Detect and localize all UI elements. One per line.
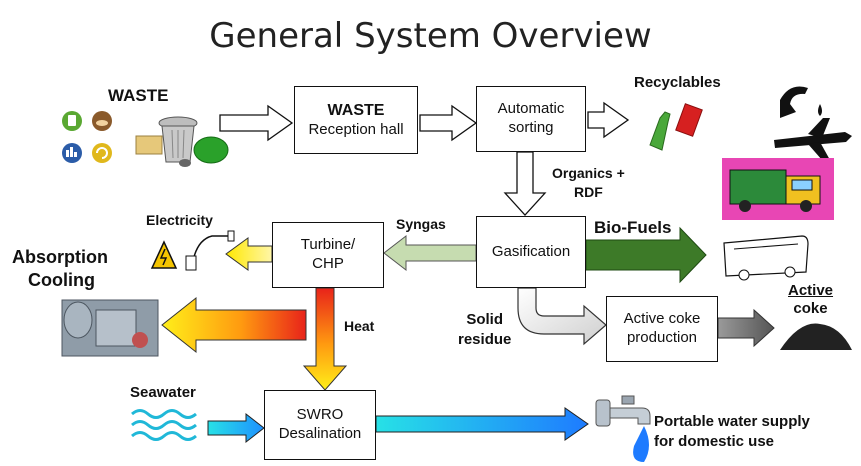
gasification-label: Gasification — [491, 242, 571, 260]
arrow-electricity — [225, 237, 273, 271]
arrow-heat-to-cooling — [161, 296, 307, 354]
gasification-box: Gasification — [476, 216, 586, 288]
reception-subtitle: Reception hall — [308, 120, 404, 138]
active-coke-label: Active coke — [788, 282, 833, 318]
trash-can-icon — [135, 116, 229, 167]
solid-line1: Solid — [466, 311, 504, 328]
swro-desalination-box: SWRO Desalination — [264, 390, 376, 460]
syngas-label: Syngas — [396, 216, 446, 232]
water-supply-line2: for domestic use — [654, 433, 775, 451]
organics-line2: RDF — [573, 183, 603, 200]
swro-line1: SWRO — [296, 406, 344, 424]
automatic-sorting-box: Automatic sorting — [476, 86, 586, 152]
seawater-label: Seawater — [130, 384, 196, 401]
absorption-line2: Cooling — [28, 269, 95, 290]
sorting-line2: sorting — [508, 119, 554, 136]
electricity-icon — [150, 230, 235, 271]
organics-label: Organics + RDF — [552, 164, 625, 202]
water-supply-label: Portable water supply for domestic use — [654, 412, 810, 453]
waste-category-icons — [62, 111, 112, 163]
arrow-biofuels — [585, 226, 707, 284]
arrow-sorting-to-recyclables — [587, 101, 630, 139]
organics-line1: Organics + — [552, 165, 625, 181]
turbine-line1: Turbine/ — [300, 236, 356, 254]
active-coke-line2: coke — [793, 300, 828, 317]
heat-label: Heat — [344, 318, 375, 334]
absorption-cooling-label: Absorption Cooling — [12, 246, 108, 291]
coke-production-line1: Active coke — [623, 310, 701, 328]
arrow-sorting-to-gasification — [503, 151, 547, 216]
biofuels-label: Bio-Fuels — [594, 218, 672, 237]
person-and-airplane-icon — [774, 86, 852, 160]
reception-title: WASTE — [327, 101, 385, 119]
turbine-chp-box: Turbine/ CHP — [272, 222, 384, 288]
coke-production-line2: production — [626, 329, 698, 346]
electricity-label: Electricity — [146, 212, 213, 228]
solid-line2: residue — [458, 331, 512, 349]
turbine-line2: CHP — [312, 255, 344, 272]
waste-label: WASTE — [108, 86, 169, 105]
bus-icon — [723, 235, 809, 281]
swro-line2: Desalination — [278, 425, 362, 442]
seawater-waves-icon — [131, 409, 197, 441]
coke-production-box: Active coke production — [606, 296, 718, 362]
recyclables-label: Recyclables — [634, 74, 721, 91]
absorption-line1: Absorption — [12, 247, 108, 267]
arrow-active-coke — [717, 308, 775, 348]
arrow-solid-residue — [517, 287, 607, 346]
truck-icon — [722, 158, 834, 220]
arrow-reception-to-sorting — [419, 104, 478, 142]
arrow-syngas — [383, 234, 477, 272]
water-supply-line1: Portable water supply — [654, 413, 810, 430]
recyclables-icon — [649, 103, 703, 151]
faucet-icon — [595, 395, 651, 462]
arrow-seawater — [207, 412, 265, 444]
solid-residue-label: Solid residue — [458, 310, 511, 351]
arrow-heat-down — [302, 287, 348, 391]
arrow-water-supply — [375, 407, 589, 441]
arrow-waste-to-reception — [219, 104, 294, 142]
waste-reception-box: WASTE Reception hall — [294, 86, 418, 154]
active-coke-line1: Active — [788, 282, 834, 299]
sorting-line1: Automatic — [497, 100, 565, 118]
absorption-chiller-icon — [61, 299, 159, 357]
coke-pile-icon — [780, 323, 852, 350]
diagram-title: General System Overview — [209, 16, 652, 56]
